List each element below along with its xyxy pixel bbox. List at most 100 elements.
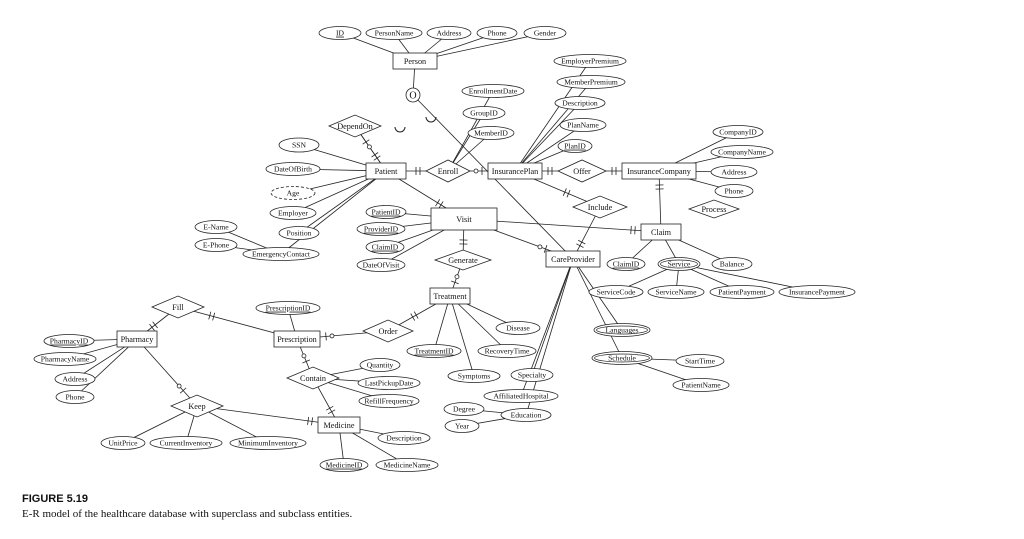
attribute-claimid-c: ClaimID <box>606 257 646 271</box>
svg-text:Description: Description <box>562 99 598 108</box>
attribute-ssn: SSN <box>278 137 320 153</box>
svg-text:PlanID: PlanID <box>564 142 586 151</box>
attribute-phone-ph: Phone <box>55 390 95 404</box>
attribute-mininv: MinimumInventory <box>229 436 307 450</box>
cardinality-bar <box>326 405 334 411</box>
svg-text:Phone: Phone <box>488 29 508 38</box>
svg-text:Year: Year <box>455 422 469 431</box>
svg-text:Phone: Phone <box>725 187 745 196</box>
svg-text:Age: Age <box>287 189 300 198</box>
svg-text:UnitPrice: UnitPrice <box>108 439 138 448</box>
cardinality-bar <box>566 189 571 198</box>
svg-text:DateOfBirth: DateOfBirth <box>274 165 312 174</box>
connector-claim-insurancecompany <box>658 170 662 233</box>
connector-enroll-a_groupid <box>447 112 485 172</box>
attribute-planid: PlanID <box>557 139 593 153</box>
cardinality-bar <box>307 416 310 425</box>
svg-text:MemberPremium: MemberPremium <box>564 78 618 87</box>
relationship-include: Include <box>571 195 629 219</box>
attribute-address-ph: Address <box>54 372 96 386</box>
attribute-education: Education <box>500 408 552 422</box>
attribute-symptoms: Symptoms <box>447 369 501 383</box>
cardinality-bar <box>152 321 158 329</box>
attribute-position: Position <box>278 226 320 240</box>
svg-text:O: O <box>409 91 416 102</box>
attribute-medicineid: MedicineID <box>319 458 369 472</box>
attribute-age: Age <box>270 186 316 200</box>
attribute-employerpremium: EmployerPremium <box>553 54 627 68</box>
svg-text:MedicineName: MedicineName <box>384 461 431 470</box>
cardinality-marks <box>149 116 664 426</box>
attribute-companyname: CompanyName <box>710 145 774 159</box>
attribute-ename: E-Name <box>194 220 238 234</box>
attribute-patientid: PatientID <box>365 205 407 219</box>
attribute-description-m: Description <box>377 431 431 445</box>
attribute-year: Year <box>444 419 480 433</box>
svg-text:ProviderID: ProviderID <box>364 225 399 234</box>
connector-patient-a_emergency <box>280 170 387 255</box>
cardinality-bar <box>149 323 155 331</box>
cardinality-bar <box>630 226 632 235</box>
attribute-groupid: GroupID <box>462 106 506 120</box>
svg-text:Contain: Contain <box>300 374 326 383</box>
cardinality-bar <box>435 199 441 207</box>
entity-treatment: Treatment <box>429 287 471 305</box>
connector-pharmacy-keep <box>136 338 198 407</box>
svg-text:Visit: Visit <box>456 215 472 224</box>
svg-text:PrescriptionID: PrescriptionID <box>266 304 311 313</box>
attribute-employer: Employer <box>269 206 317 220</box>
svg-text:MedicineID: MedicineID <box>326 461 363 470</box>
svg-text:PlanName: PlanName <box>567 121 599 130</box>
svg-text:MemberID: MemberID <box>474 129 508 138</box>
cardinality-circle <box>366 144 372 150</box>
cardinality-bar <box>562 188 567 196</box>
attribute-medicinename: MedicineName <box>375 458 439 472</box>
svg-text:Balance: Balance <box>720 260 745 269</box>
svg-text:RecoveryTime: RecoveryTime <box>485 347 530 356</box>
subset-arc-careprovider <box>425 116 437 123</box>
cardinality-bar <box>451 280 459 285</box>
attribute-address-ic: Address <box>710 165 758 179</box>
svg-text:Medicine: Medicine <box>324 421 355 430</box>
cardinality-circle <box>329 333 335 339</box>
attribute-lastpickup: LastPickupDate <box>357 376 421 390</box>
attribute-starttime: StartTime <box>675 354 725 368</box>
cardinality-bar <box>576 243 584 248</box>
svg-text:ServiceName: ServiceName <box>656 288 698 297</box>
cardinality-bar <box>438 201 444 209</box>
entity-claim: Claim <box>640 223 682 241</box>
svg-text:Degree: Degree <box>453 405 476 414</box>
svg-text:PatientID: PatientID <box>371 208 401 217</box>
svg-text:EnrollmentDate: EnrollmentDate <box>469 87 518 96</box>
relationship-dependon: DependOn <box>327 114 383 138</box>
svg-text:Generate: Generate <box>448 256 478 265</box>
svg-text:PharmacyID: PharmacyID <box>50 337 89 346</box>
cardinality-bar <box>179 387 187 394</box>
cardinality-bar <box>371 152 379 158</box>
cardinality-circle <box>176 383 182 389</box>
attribute-specialty: Specialty <box>510 368 554 382</box>
svg-text:Employer: Employer <box>278 209 308 218</box>
relationship-enroll: Enroll <box>425 159 471 183</box>
relationship-offer: Offer <box>557 159 607 183</box>
relationship-process: Process <box>687 199 741 219</box>
entity-visit: Visit <box>430 207 498 231</box>
connector-careprovider-a_education <box>525 258 574 416</box>
svg-text:Keep: Keep <box>188 402 205 411</box>
svg-text:E-Phone: E-Phone <box>203 241 230 250</box>
cardinality-bar <box>413 311 419 319</box>
relationship-generate: Generate <box>433 249 493 271</box>
attribute-servicecode: ServiceCode <box>588 285 644 299</box>
svg-text:Address: Address <box>722 168 747 177</box>
svg-text:ClaimID: ClaimID <box>372 243 399 252</box>
svg-text:ID: ID <box>336 29 345 38</box>
entity-prescription: Prescription <box>273 330 321 348</box>
entity-patient: Patient <box>365 162 407 180</box>
attribute-personname: PersonName <box>365 26 423 40</box>
connector-pharmacy-a_phone_ph <box>74 338 138 398</box>
attribute-treatmentid: TreatmentID <box>406 344 462 358</box>
svg-text:Service: Service <box>668 260 691 269</box>
attribute-pharmacyname: PharmacyName <box>33 352 97 366</box>
attribute-enrolldate: EnrollmentDate <box>461 84 525 98</box>
connector-lines <box>64 32 818 466</box>
